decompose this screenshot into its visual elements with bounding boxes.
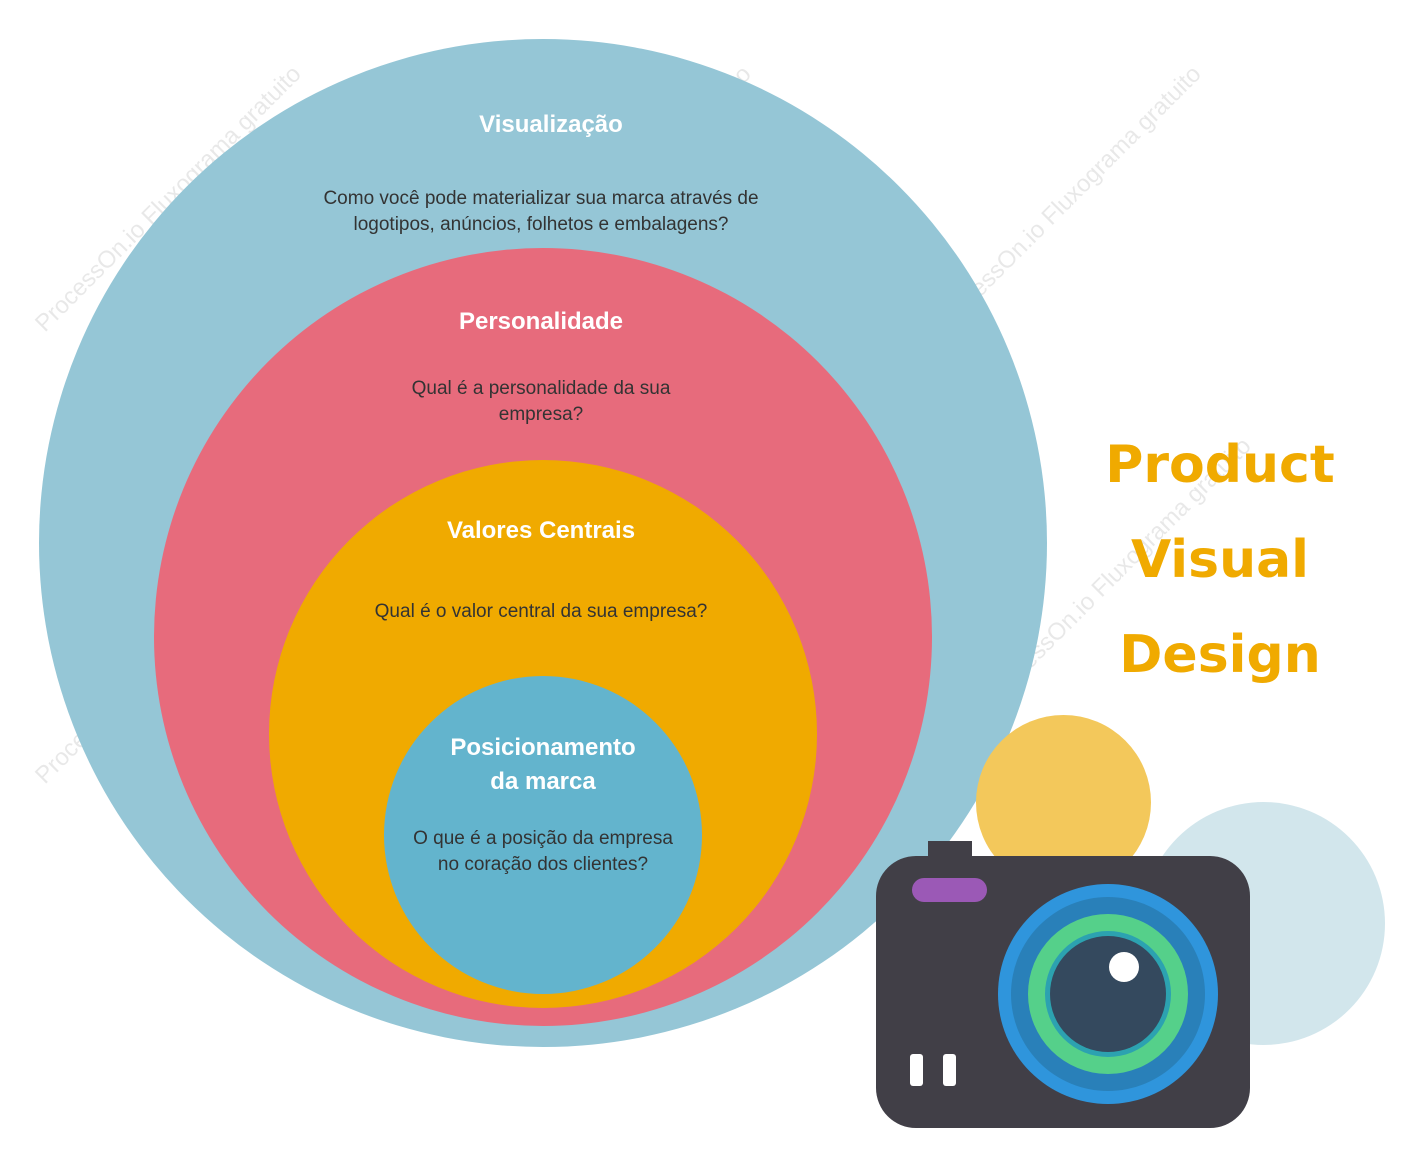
layer-posicionamento-circle xyxy=(384,676,702,994)
camera-icon xyxy=(876,841,1250,1128)
layer-personalidade-question: Qual é a personalidade da sua empresa? xyxy=(411,378,671,425)
layer-posicionamento-title: Posicionamento da marca xyxy=(450,734,636,795)
layer-valores-title: Valores Centrais xyxy=(446,517,636,544)
layer-visualizacao-question: Como você pode materializar sua marca at… xyxy=(323,188,759,235)
heading-line-1: Product xyxy=(1105,435,1335,495)
layer-visualizacao-title: Visualização xyxy=(479,111,623,138)
layer-personalidade-title: Personalidade xyxy=(458,308,624,335)
product-visual-design-heading: Product Visual Design xyxy=(1030,418,1410,703)
layer-posicionamento-question: O que é a posição da empresa no coração … xyxy=(413,828,673,875)
heading-line-2: Visual Design xyxy=(1119,530,1321,685)
layer-valores-question: Qual é o valor central da sua empresa? xyxy=(374,601,708,622)
